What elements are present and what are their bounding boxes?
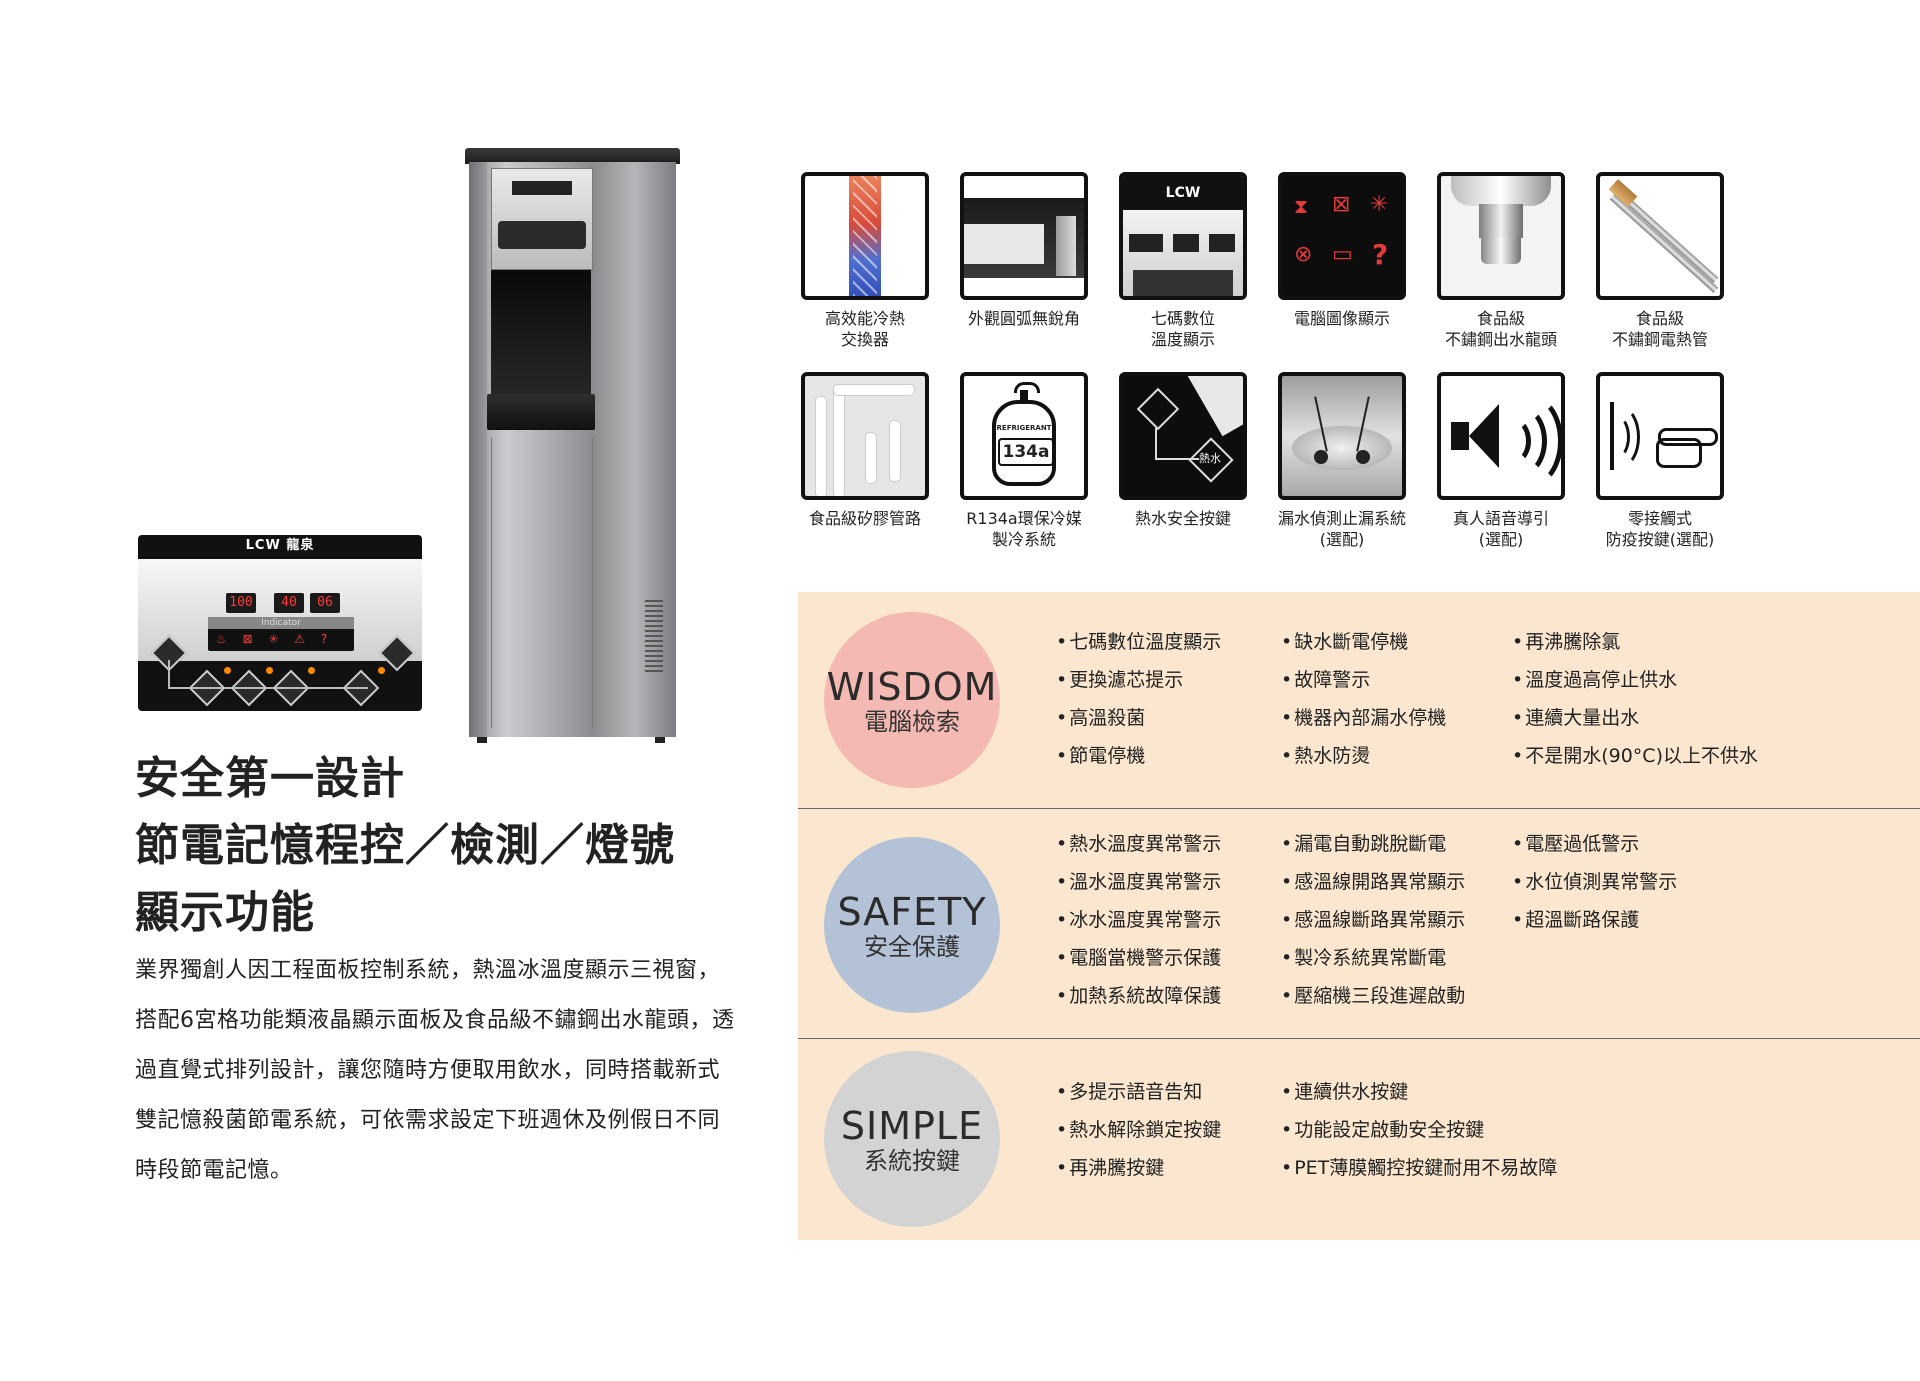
feature-item: 食品級矽膠管路 bbox=[790, 372, 940, 529]
category-wisdom: WISDOM 電腦檢索 七碼數位溫度顯示 更換濾芯提示 高溫殺菌 節電停機 缺水… bbox=[798, 592, 1920, 809]
silicone-tube-icon bbox=[801, 372, 929, 500]
list-item: 機器內部漏水停機 bbox=[1281, 706, 1446, 730]
feature-item: 食品級不鏽鋼電熱管 bbox=[1585, 172, 1735, 350]
list-item: 壓縮機三段進遲啟動 bbox=[1281, 984, 1465, 1008]
list-item: 連續供水按鍵 bbox=[1281, 1080, 1408, 1104]
heating-tube-icon bbox=[1596, 172, 1724, 300]
hot-water-key-icon: 熱水 bbox=[1119, 372, 1247, 500]
feature-item: 零接觸式防疫按鍵(選配) bbox=[1585, 372, 1735, 550]
computer-graphic-icon: ⧗ ⊠ ✳ ⊗ ▭ ? bbox=[1278, 172, 1406, 300]
list-item: 更換濾芯提示 bbox=[1056, 668, 1183, 692]
category-simple: SIMPLE 系統按鍵 多提示語音告知 熱水解除鎖定按鍵 再沸騰按鍵 連續供水按… bbox=[798, 1038, 1920, 1240]
list-item: 再沸騰按鍵 bbox=[1056, 1156, 1164, 1180]
feature-item: ⧗ ⊠ ✳ ⊗ ▭ ? 電腦圖像顯示 bbox=[1267, 172, 1417, 329]
speaker-icon bbox=[1437, 372, 1565, 500]
feature-item: 外觀圓弧無銳角 bbox=[949, 172, 1099, 329]
list-item: 感溫線斷路異常顯示 bbox=[1281, 908, 1465, 932]
feature-item: REFRIGERANT 134a R134a環保冷媒製冷系統 bbox=[949, 372, 1099, 550]
list-item: 熱水溫度異常警示 bbox=[1056, 832, 1221, 856]
rounded-corner-icon bbox=[960, 172, 1088, 300]
cold-temp-display: 06 bbox=[310, 593, 340, 613]
list-item: 熱水解除鎖定按鍵 bbox=[1056, 1118, 1221, 1142]
simple-badge: SIMPLE 系統按鍵 bbox=[824, 1051, 1000, 1227]
control-panel-image: LCW 龍泉 100 40 06 Indicator ♨ ⊠ ✳ ⚠ ? bbox=[138, 535, 422, 711]
digital-display-icon: LCW bbox=[1119, 172, 1247, 300]
brand-logo: LCW 龍泉 bbox=[245, 538, 315, 553]
feature-item: 食品級不鏽鋼出水龍頭 bbox=[1426, 172, 1576, 350]
indicator-panel: Indicator ♨ ⊠ ✳ ⚠ ? bbox=[208, 617, 354, 651]
list-item: 再沸騰除氯 bbox=[1512, 630, 1620, 654]
faucet-icon bbox=[1437, 172, 1565, 300]
water-dispenser-image bbox=[465, 148, 680, 743]
title-line: 安全第一設計 bbox=[135, 753, 405, 804]
warm-temp-display: 40 bbox=[274, 593, 304, 613]
list-item: 七碼數位溫度顯示 bbox=[1056, 630, 1221, 654]
list-item: 多提示語音告知 bbox=[1056, 1080, 1202, 1104]
title-line: 節電記憶程控／檢測／燈號 bbox=[135, 820, 675, 871]
list-item: 漏電自動跳脫斷電 bbox=[1281, 832, 1446, 856]
list-item: 節電停機 bbox=[1056, 744, 1145, 768]
feature-item: 漏水偵測止漏系統(選配) bbox=[1267, 372, 1417, 550]
feature-item: 真人語音導引(選配) bbox=[1426, 372, 1576, 550]
title-line: 顯示功能 bbox=[135, 887, 315, 938]
list-item: 感溫線開路異常顯示 bbox=[1281, 870, 1465, 894]
feature-summary-panel: WISDOM 電腦檢索 七碼數位溫度顯示 更換濾芯提示 高溫殺菌 節電停機 缺水… bbox=[798, 592, 1920, 1240]
list-item: 熱水防燙 bbox=[1281, 744, 1370, 768]
list-item: 製冷系統異常斷電 bbox=[1281, 946, 1446, 970]
list-item: 連續大量出水 bbox=[1512, 706, 1639, 730]
page-title: 安全第一設計 節電記憶程控／檢測／燈號 顯示功能 bbox=[135, 745, 675, 946]
heat-exchanger-icon bbox=[801, 172, 929, 300]
list-item: 超溫斷路保護 bbox=[1512, 908, 1639, 932]
list-item: 缺水斷電停機 bbox=[1281, 630, 1408, 654]
hot-temp-display: 100 bbox=[226, 593, 256, 613]
feature-item: 高效能冷熱交換器 bbox=[790, 172, 940, 350]
wisdom-badge: WISDOM 電腦檢索 bbox=[824, 612, 1000, 788]
list-item: 故障警示 bbox=[1281, 668, 1370, 692]
list-item: 電壓過低警示 bbox=[1512, 832, 1639, 856]
indicator-symbols: ♨ ⊠ ✳ ⚠ ? bbox=[216, 632, 334, 646]
list-item: PET薄膜觸控按鍵耐用不易故障 bbox=[1281, 1156, 1557, 1180]
list-item: 高溫殺菌 bbox=[1056, 706, 1145, 730]
feature-item: 熱水 熱水安全按鍵 bbox=[1108, 372, 1258, 529]
list-item: 水位偵測異常警示 bbox=[1512, 870, 1677, 894]
feature-item: LCW 七碼數位溫度顯示 bbox=[1108, 172, 1258, 350]
list-item: 電腦當機警示保護 bbox=[1056, 946, 1221, 970]
category-safety: SAFETY 安全保護 熱水溫度異常警示 溫水溫度異常警示 冰水溫度異常警示 電… bbox=[798, 808, 1920, 1039]
safety-badge: SAFETY 安全保護 bbox=[824, 837, 1000, 1013]
list-item: 加熱系統故障保護 bbox=[1056, 984, 1221, 1008]
refrigerant-icon: REFRIGERANT 134a bbox=[960, 372, 1088, 500]
list-item: 冰水溫度異常警示 bbox=[1056, 908, 1221, 932]
list-item: 溫水溫度異常警示 bbox=[1056, 870, 1221, 894]
list-item: 功能設定啟動安全按鍵 bbox=[1281, 1118, 1484, 1142]
list-item: 溫度過高停止供水 bbox=[1512, 668, 1677, 692]
list-item: 不是開水(90°C)以上不供水 bbox=[1512, 744, 1758, 768]
intro-paragraph: 業界獨創人因工程面板控制系統，熱溫冰溫度顯示三視窗，搭配6宮格功能類液晶顯示面板… bbox=[135, 958, 735, 1183]
leak-sensor-icon bbox=[1278, 372, 1406, 500]
touchless-hand-icon bbox=[1596, 372, 1724, 500]
